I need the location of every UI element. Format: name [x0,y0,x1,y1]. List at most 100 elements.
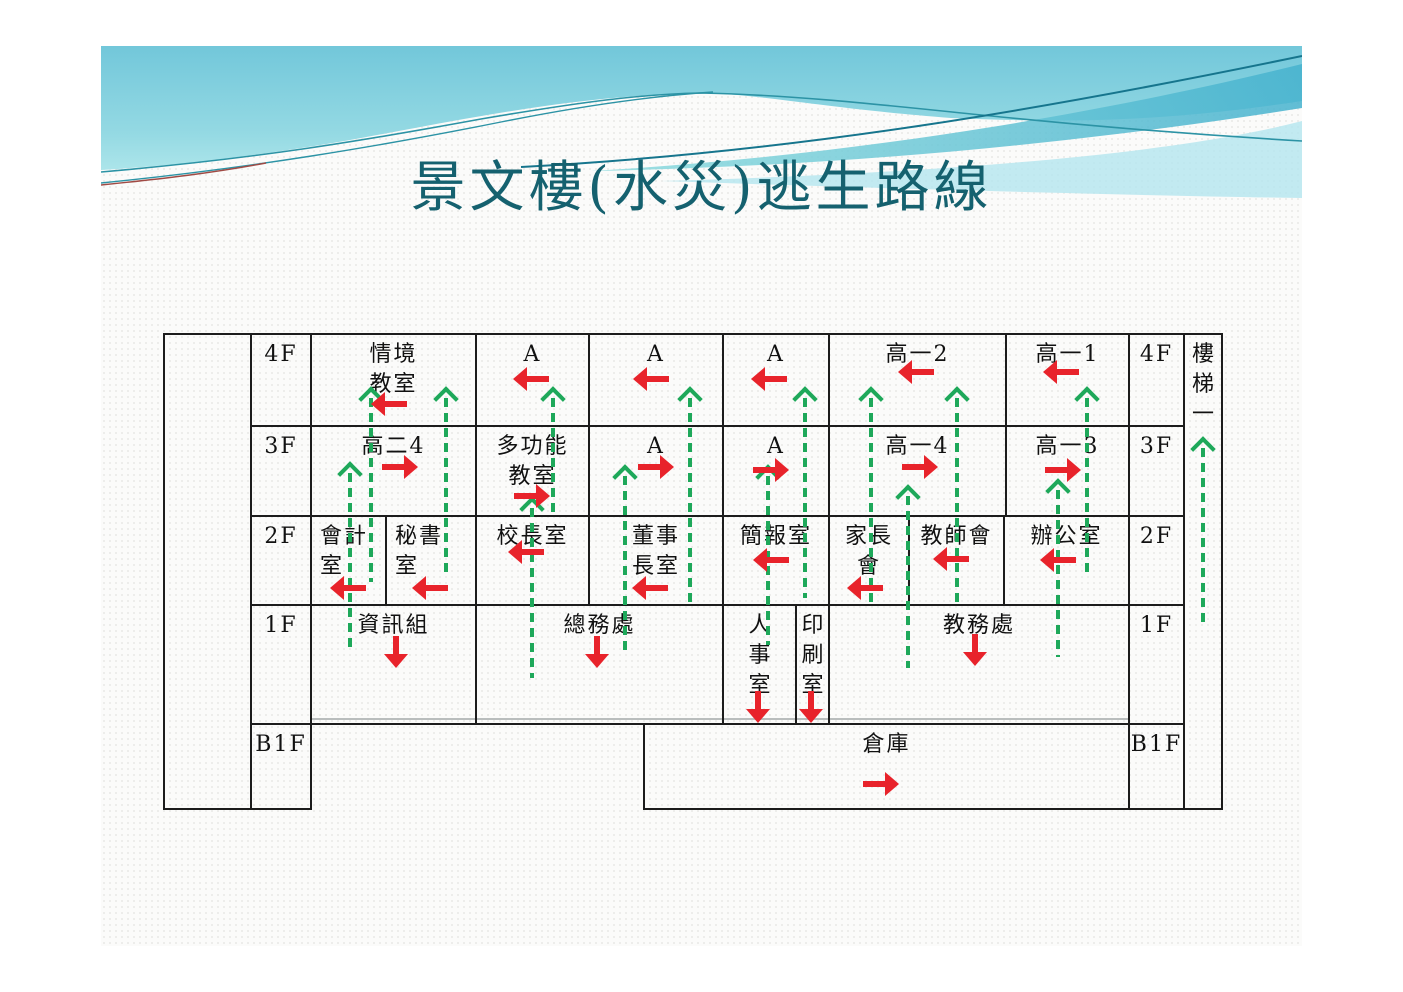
arrow-head [508,540,522,564]
room-cell: 董事 長室 [588,515,724,606]
evacuation-arrow-down-icon [384,634,408,668]
floor-label: 1F [250,604,312,725]
evacuation-arrow-right-icon [751,458,789,482]
arrow-head [513,367,527,391]
arrow-shaft [383,401,407,407]
arrow-shaft [753,467,777,473]
arrow-shaft [1045,467,1069,473]
arrow-shaft [525,376,549,382]
floor-label: 2F [250,515,312,606]
arrow-shaft [645,376,669,382]
floor-label: 1F [1128,604,1185,725]
arrow-shaft [594,636,600,656]
evacuation-arrow-right-icon [900,455,938,479]
evacuation-arrow-left-icon [330,576,368,600]
stair-route-dashed-line [906,496,910,668]
cell-label: 2F [264,524,298,549]
cell-label: A [767,342,785,367]
stair-route-dashed-line [444,398,448,578]
arrow-head [933,547,947,571]
arrow-shaft [393,636,399,656]
stair-route-dashed-line [869,398,873,604]
cell-label: 倉庫 [862,732,911,757]
arrow-shaft [382,464,406,470]
stair-route-dashed-line [369,398,373,582]
stair-route-dashed-line [551,398,555,512]
cell-label: 印刷室 [801,613,824,698]
arrow-head [885,772,899,796]
arrow-head [898,360,912,384]
cell-label: B1F [255,732,307,757]
evacuation-arrow-down-icon [585,634,609,668]
cell-label: B1F [1130,732,1183,757]
arrow-head [751,367,765,391]
stair-route-dashed-line [688,398,692,602]
floor-label: B1F [1128,723,1185,810]
arrow-shaft [765,557,789,563]
cell-label: 樓梯一 [1191,342,1214,427]
arrow-head [963,652,987,666]
cell-label: 1F [264,613,298,638]
floor-label: 3F [1128,425,1185,517]
cell-label: 情境 教室 [369,342,418,397]
arrow-shaft [763,376,787,382]
arrow-head [371,392,385,416]
evacuation-arrow-down-icon [963,632,987,666]
building-frame-cell [163,333,252,810]
cell-label: 董事 長室 [631,524,680,579]
arrow-head [1043,360,1057,384]
cell-label: 簡報室 [739,524,812,549]
arrow-head [404,455,418,479]
arrow-head [1067,458,1081,482]
arrow-head [536,484,550,508]
floor-label: 4F [250,333,312,427]
room-cell: 情境 教室 [310,333,477,427]
evacuation-arrow-right-icon [380,455,418,479]
stair-route-dashed-line [803,398,807,598]
stairs-cell: 樓梯一 [1183,333,1223,810]
arrow-shaft [1052,557,1076,563]
evacuation-arrow-left-icon [753,548,791,572]
arrow-shaft [945,556,969,562]
evacuation-arrow-left-icon [633,367,671,391]
arrow-head [585,654,609,668]
room-cell: 倉庫 [643,723,1130,810]
arrow-head [660,455,674,479]
cell-label: 3F [1139,434,1174,459]
arrow-head [384,654,408,668]
arrow-shaft [863,781,887,787]
arrow-shaft [1055,369,1079,375]
evacuation-arrow-right-icon [1043,458,1081,482]
arrow-head [746,709,770,723]
evacuation-arrow-left-icon [412,576,450,600]
arrow-shaft [808,691,814,711]
cell-label: 人事室 [748,613,771,698]
cell-label: 高一2 [885,342,950,367]
arrow-shaft [424,585,448,591]
evacuation-arrow-left-icon [632,576,670,600]
arrow-head [412,576,426,600]
arrow-shaft [859,585,883,591]
cell-label: 高一4 [885,434,950,459]
cell-label: A [647,434,665,459]
cell-label: 會計 室 [320,524,369,579]
cell-label: 1F [1139,613,1174,638]
cell-label: 教務處 [942,613,1015,638]
evacuation-arrow-left-icon [751,367,789,391]
arrow-shaft [755,691,761,711]
arrow-head [330,576,344,600]
slide-canvas [101,46,1302,946]
floor-label: 3F [250,425,312,517]
evacuation-arrow-right-icon [861,772,899,796]
arrow-head [633,367,647,391]
evacuation-arrow-left-icon [847,576,885,600]
arrow-shaft [902,464,926,470]
cell-label: 資訊組 [357,613,430,638]
arrow-head [847,576,861,600]
header-wave-decoration [101,46,1302,198]
evacuation-arrow-left-icon [933,547,971,571]
evacuation-arrow-left-icon [1040,548,1078,572]
cell-label: 4F [1139,342,1174,367]
arrow-shaft [910,369,934,375]
cell-label: 4F [264,342,298,367]
